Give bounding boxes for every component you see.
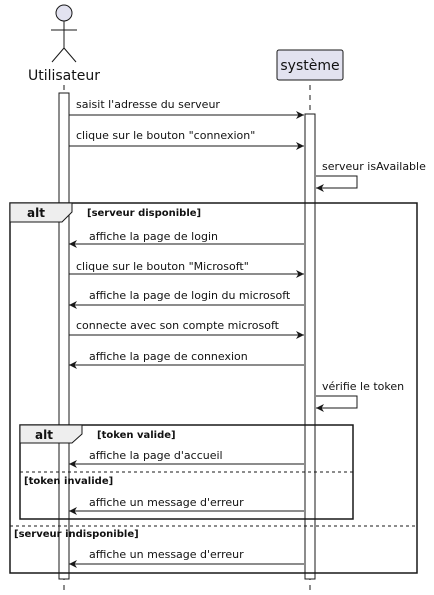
- message-label: clique sur le bouton "Microsoft": [76, 260, 249, 273]
- actor-utilisateur: Utilisateur: [28, 4, 100, 84]
- message-label: affiche un message d'erreur: [89, 548, 244, 561]
- message-5: clique sur le bouton "Microsoft": [69, 260, 304, 278]
- message-10: affiche la page d'accueil: [69, 449, 304, 468]
- fragment-inner-label-tab: [19, 424, 83, 444]
- actor-head-icon: [55, 4, 73, 22]
- message-label: saisit l'adresse du serveur: [76, 98, 220, 111]
- message-9-self: vérifie le token: [316, 380, 404, 412]
- actor-utilisateur-label: Utilisateur: [28, 68, 100, 84]
- participant-systeme-label: système: [280, 58, 339, 74]
- message-label: affiche la page d'accueil: [89, 449, 223, 462]
- fragment-alt-inner: alt [token valide] [token invalide]: [19, 424, 354, 520]
- activation-bar-utilisateur: [58, 92, 70, 580]
- message-7: connecte avec son compte microsoft: [69, 319, 304, 339]
- message-12: affiche un message d'erreur: [69, 548, 304, 568]
- fragment-outer-guard-else: [serveur indisponible]: [14, 529, 139, 540]
- message-2: clique sur le bouton "connexion": [69, 129, 304, 150]
- fragment-outer-keyword: alt: [27, 206, 45, 220]
- message-label: vérifie le token: [322, 380, 404, 393]
- message-label: affiche la page de connexion: [89, 350, 248, 363]
- fragment-inner-guard-else: [token invalide]: [24, 476, 113, 487]
- message-6: affiche la page de login du microsoft: [69, 289, 304, 309]
- message-1: saisit l'adresse du serveur: [69, 98, 304, 119]
- message-3-self: serveur isAvailable: [316, 160, 426, 192]
- message-8: affiche la page de connexion: [69, 350, 304, 369]
- message-self-arrow: [316, 395, 358, 412]
- message-label: connecte avec son compte microsoft: [76, 319, 280, 332]
- fragment-outer-label-tab: [9, 202, 73, 223]
- message-label: affiche la page de login du microsoft: [89, 289, 291, 302]
- message-4: affiche la page de login: [69, 230, 304, 248]
- message-11: affiche un message d'erreur: [69, 496, 304, 515]
- fragment-alt-outer: alt [serveur disponible] [serveur indisp…: [9, 202, 418, 574]
- fragment-outer-frame: [9, 202, 418, 574]
- participant-systeme-box: [276, 49, 344, 81]
- message-label: clique sur le bouton "connexion": [76, 129, 255, 142]
- message-label: serveur isAvailable: [322, 160, 426, 173]
- fragment-outer-guard-main: [serveur disponible]: [87, 208, 201, 219]
- message-self-arrow: [316, 175, 358, 192]
- activation-bar-systeme: [304, 113, 316, 580]
- fragment-inner-guard-main: [token valide]: [97, 430, 176, 441]
- message-label: affiche la page de login: [89, 230, 218, 243]
- actor-leg-left-icon: [51, 47, 65, 63]
- participant-systeme: système: [276, 49, 344, 81]
- fragment-inner-keyword: alt: [35, 428, 53, 442]
- actor-leg-right-icon: [63, 47, 77, 63]
- message-label: affiche un message d'erreur: [89, 496, 244, 509]
